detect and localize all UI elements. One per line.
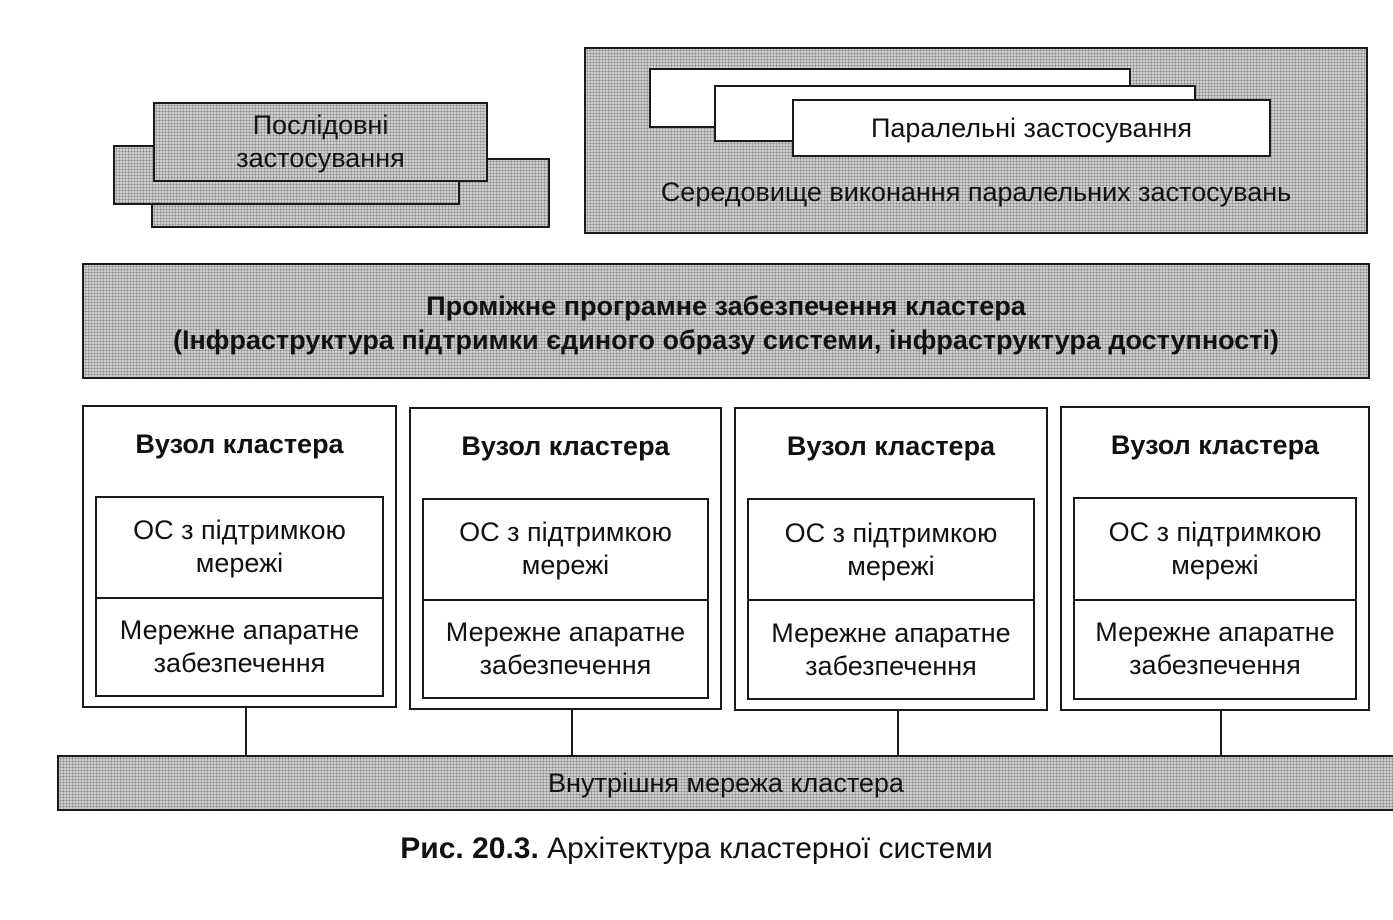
node-os-cell: ОС з підтримкою мережі [459, 517, 672, 581]
parallel-apps-box: Паралельні застосування [792, 99, 1271, 157]
cluster-node-3: Вузол кластера ОС з підтримкою мережі Ме… [734, 407, 1048, 711]
node-connector [571, 709, 573, 757]
figure-caption: Рис. 20.3. Архітектура кластерної систем… [0, 832, 1393, 866]
figure-number: Рис. 20.3. [400, 832, 539, 865]
middleware-box: Проміжне програмне забезпечення кластера… [82, 263, 1370, 379]
node-os-cell: ОС з підтримкою мережі [1108, 516, 1322, 580]
figure-caption-text: Архітектура кластерної системи [547, 832, 993, 865]
node-hardware-cell: Мережне апаратне забезпечення [749, 599, 1033, 698]
node-hardware-cell: Мережне апаратне забезпечення [1075, 598, 1355, 699]
node-connector [897, 710, 899, 757]
cluster-node-title: Вузол кластера [135, 429, 344, 459]
parallel-apps-label: Паралельні застосування [870, 112, 1193, 143]
node-os-cell: ОС з підтримкою мережі [784, 517, 998, 581]
cluster-node-title: Вузол кластера [786, 431, 996, 461]
cluster-node-2: Вузол кластера ОС з підтримкою мережі Ме… [409, 407, 722, 710]
cluster-node-4: Вузол кластера ОС з підтримкою мережі Ме… [1060, 406, 1370, 711]
node-stack: ОС з підтримкою мережі Мережне апаратне … [1073, 497, 1357, 700]
node-hardware-cell: Мережне апаратне забезпечення [97, 596, 382, 696]
parallel-env-label: Середовище виконання паралельних застосу… [660, 177, 1292, 207]
sequential-apps-label: Послідовні застосування [236, 110, 405, 173]
cluster-node-1: Вузол кластера ОС з підтримкою мережі Ме… [82, 405, 397, 708]
node-hardware-cell: Мережне апаратне забезпечення [424, 598, 707, 698]
node-connector [1220, 710, 1222, 757]
cluster-network-box: Внутрішня мережа кластера [57, 755, 1393, 811]
cluster-node-title: Вузол кластера [1110, 430, 1320, 460]
sequential-apps-box: Послідовні застосування [153, 102, 488, 182]
node-stack: ОС з підтримкою мережі Мережне апаратне … [95, 496, 384, 697]
cluster-node-title: Вузол кластера [461, 431, 670, 461]
middleware-title: Проміжне програмне забезпечення кластера [426, 291, 1026, 321]
cluster-network-label: Внутрішня мережа кластера [548, 767, 904, 798]
node-os-cell: ОС з підтримкою мережі [133, 515, 346, 579]
node-stack: ОС з підтримкою мережі Мережне апаратне … [747, 498, 1035, 700]
middleware-subtitle: (Інфраструктура підтримки єдиного образу… [172, 325, 1280, 355]
node-connector [245, 707, 247, 757]
node-stack: ОС з підтримкою мережі Мережне апаратне … [422, 498, 709, 699]
